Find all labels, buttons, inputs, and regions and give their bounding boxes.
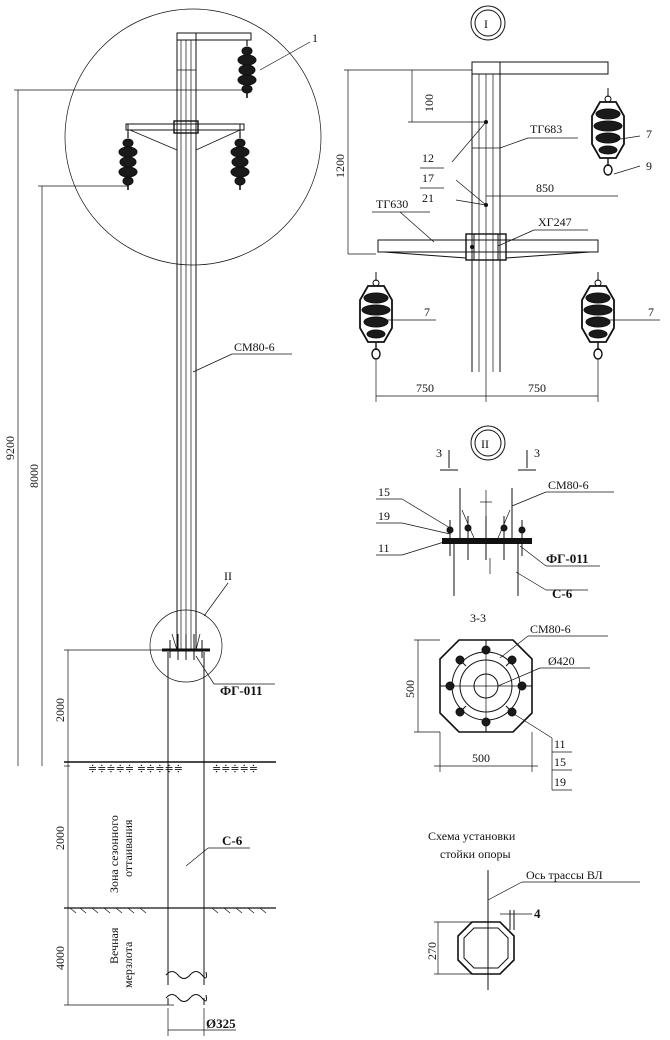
permafrost-line [64,907,276,914]
flange-joint [162,633,210,660]
detail-II-callout-19: 19 [378,509,390,523]
detail-II-callout-11: 11 [378,541,390,555]
section-33-callout-19: 19 [554,775,566,789]
callout-21: 21 [422,191,434,205]
callout-7-left: 7 [424,305,430,319]
perma-label-line2: мерзлота [121,941,135,988]
dim-1200: 1200 [333,154,347,178]
dim-4000: 4000 [53,946,67,970]
perma-label-line1: Вечная [107,927,121,964]
label-cm80-main: СМ80-6 [234,340,275,354]
install-title-line2: стойки опоры [440,847,511,861]
dim-750-right: 750 [528,381,546,395]
right-insulator [230,131,250,191]
section-33-dim-500-v: 500 [403,680,417,698]
callout-7-right: 7 [648,305,654,319]
dim-2000-above: 2000 [53,698,67,722]
dim-9200: 9200 [3,436,17,460]
section-33-label-cm80: СМ80-6 [530,622,571,636]
section-mark-right: 3 [534,446,540,460]
label-xg247: ХГ247 [538,215,572,229]
diameter-325: Ø325 [206,1016,236,1031]
callout-9: 9 [646,159,652,173]
top-insulator [237,39,257,99]
installation-scheme: Схема установки стойки опоры Ось трассы … [425,829,640,990]
detail-I-right-insulator [581,271,615,360]
svg-text:≑≑≑≑≑: ≑≑≑≑≑ [212,763,258,775]
callout-17: 17 [422,171,434,185]
dim-100: 100 [422,94,436,112]
detail-I-top-insulator [591,87,625,176]
detail-circle-1 [64,8,322,266]
detail-II-title: II [481,437,489,451]
label-fg011-main: ФГ-011 [220,683,263,698]
section-33-diameter: Ø420 [548,654,575,668]
detail-circle-2 [149,609,223,683]
section-33-callout-15: 15 [554,755,566,769]
lower-crossarm [125,120,245,151]
dim-750-left: 750 [416,381,434,395]
install-dim-270: 270 [425,942,439,960]
callout-12: 12 [422,151,434,165]
dim-850: 850 [536,181,554,195]
label-tg683: ТГ683 [530,122,562,136]
dim-8000: 8000 [27,464,41,488]
detail-I-title: I [484,17,488,31]
callout-1: 1 [312,31,318,45]
detail-II-label-fg011: ФГ-011 [546,551,589,566]
detail-I: I 100 1200 ТГ683 12 17 21 [333,5,660,402]
install-axis-label: Ось трассы ВЛ [526,868,603,882]
callout-II-main: II [224,569,232,583]
svg-text:≑≑≑≑≑ ≑≑≑≑≑: ≑≑≑≑≑ ≑≑≑≑≑ [88,763,183,775]
upper-pole [176,33,197,650]
section-33-dim-500-h: 500 [472,751,490,765]
zone-label-line2: оттаивания [121,819,135,877]
left-insulator [118,131,138,191]
detail-II-label-c6: С-6 [552,586,573,601]
label-c6-main: С-6 [222,833,243,848]
main-view: 1 9200 8000 [3,8,322,1036]
label-tg630: ТГ630 [376,197,408,211]
dim-2000-zone: 2000 [53,826,67,850]
section-33-callout-11: 11 [554,737,566,751]
ground-line: ≑≑≑≑≑ ≑≑≑≑≑ ≑≑≑≑≑ [64,761,276,775]
zone-label-line1: Зона сезонного [107,815,121,893]
lower-pole [165,652,207,1005]
install-dim-4: 4 [534,906,541,921]
section-33-title: 3-3 [470,611,486,625]
install-title-line1: Схема установки [428,829,516,843]
detail-II-label-cm80: СМ80-6 [548,478,589,492]
detail-II: II 3 3 15 19 [376,425,614,601]
callout-7-top: 7 [646,127,652,141]
detail-I-left-insulator [359,271,393,360]
section-3-3: 3-3 СМ80-6 Ø420 11 15 19 500 [403,611,608,791]
section-mark-left: 3 [436,446,442,460]
detail-II-callout-15: 15 [378,485,390,499]
